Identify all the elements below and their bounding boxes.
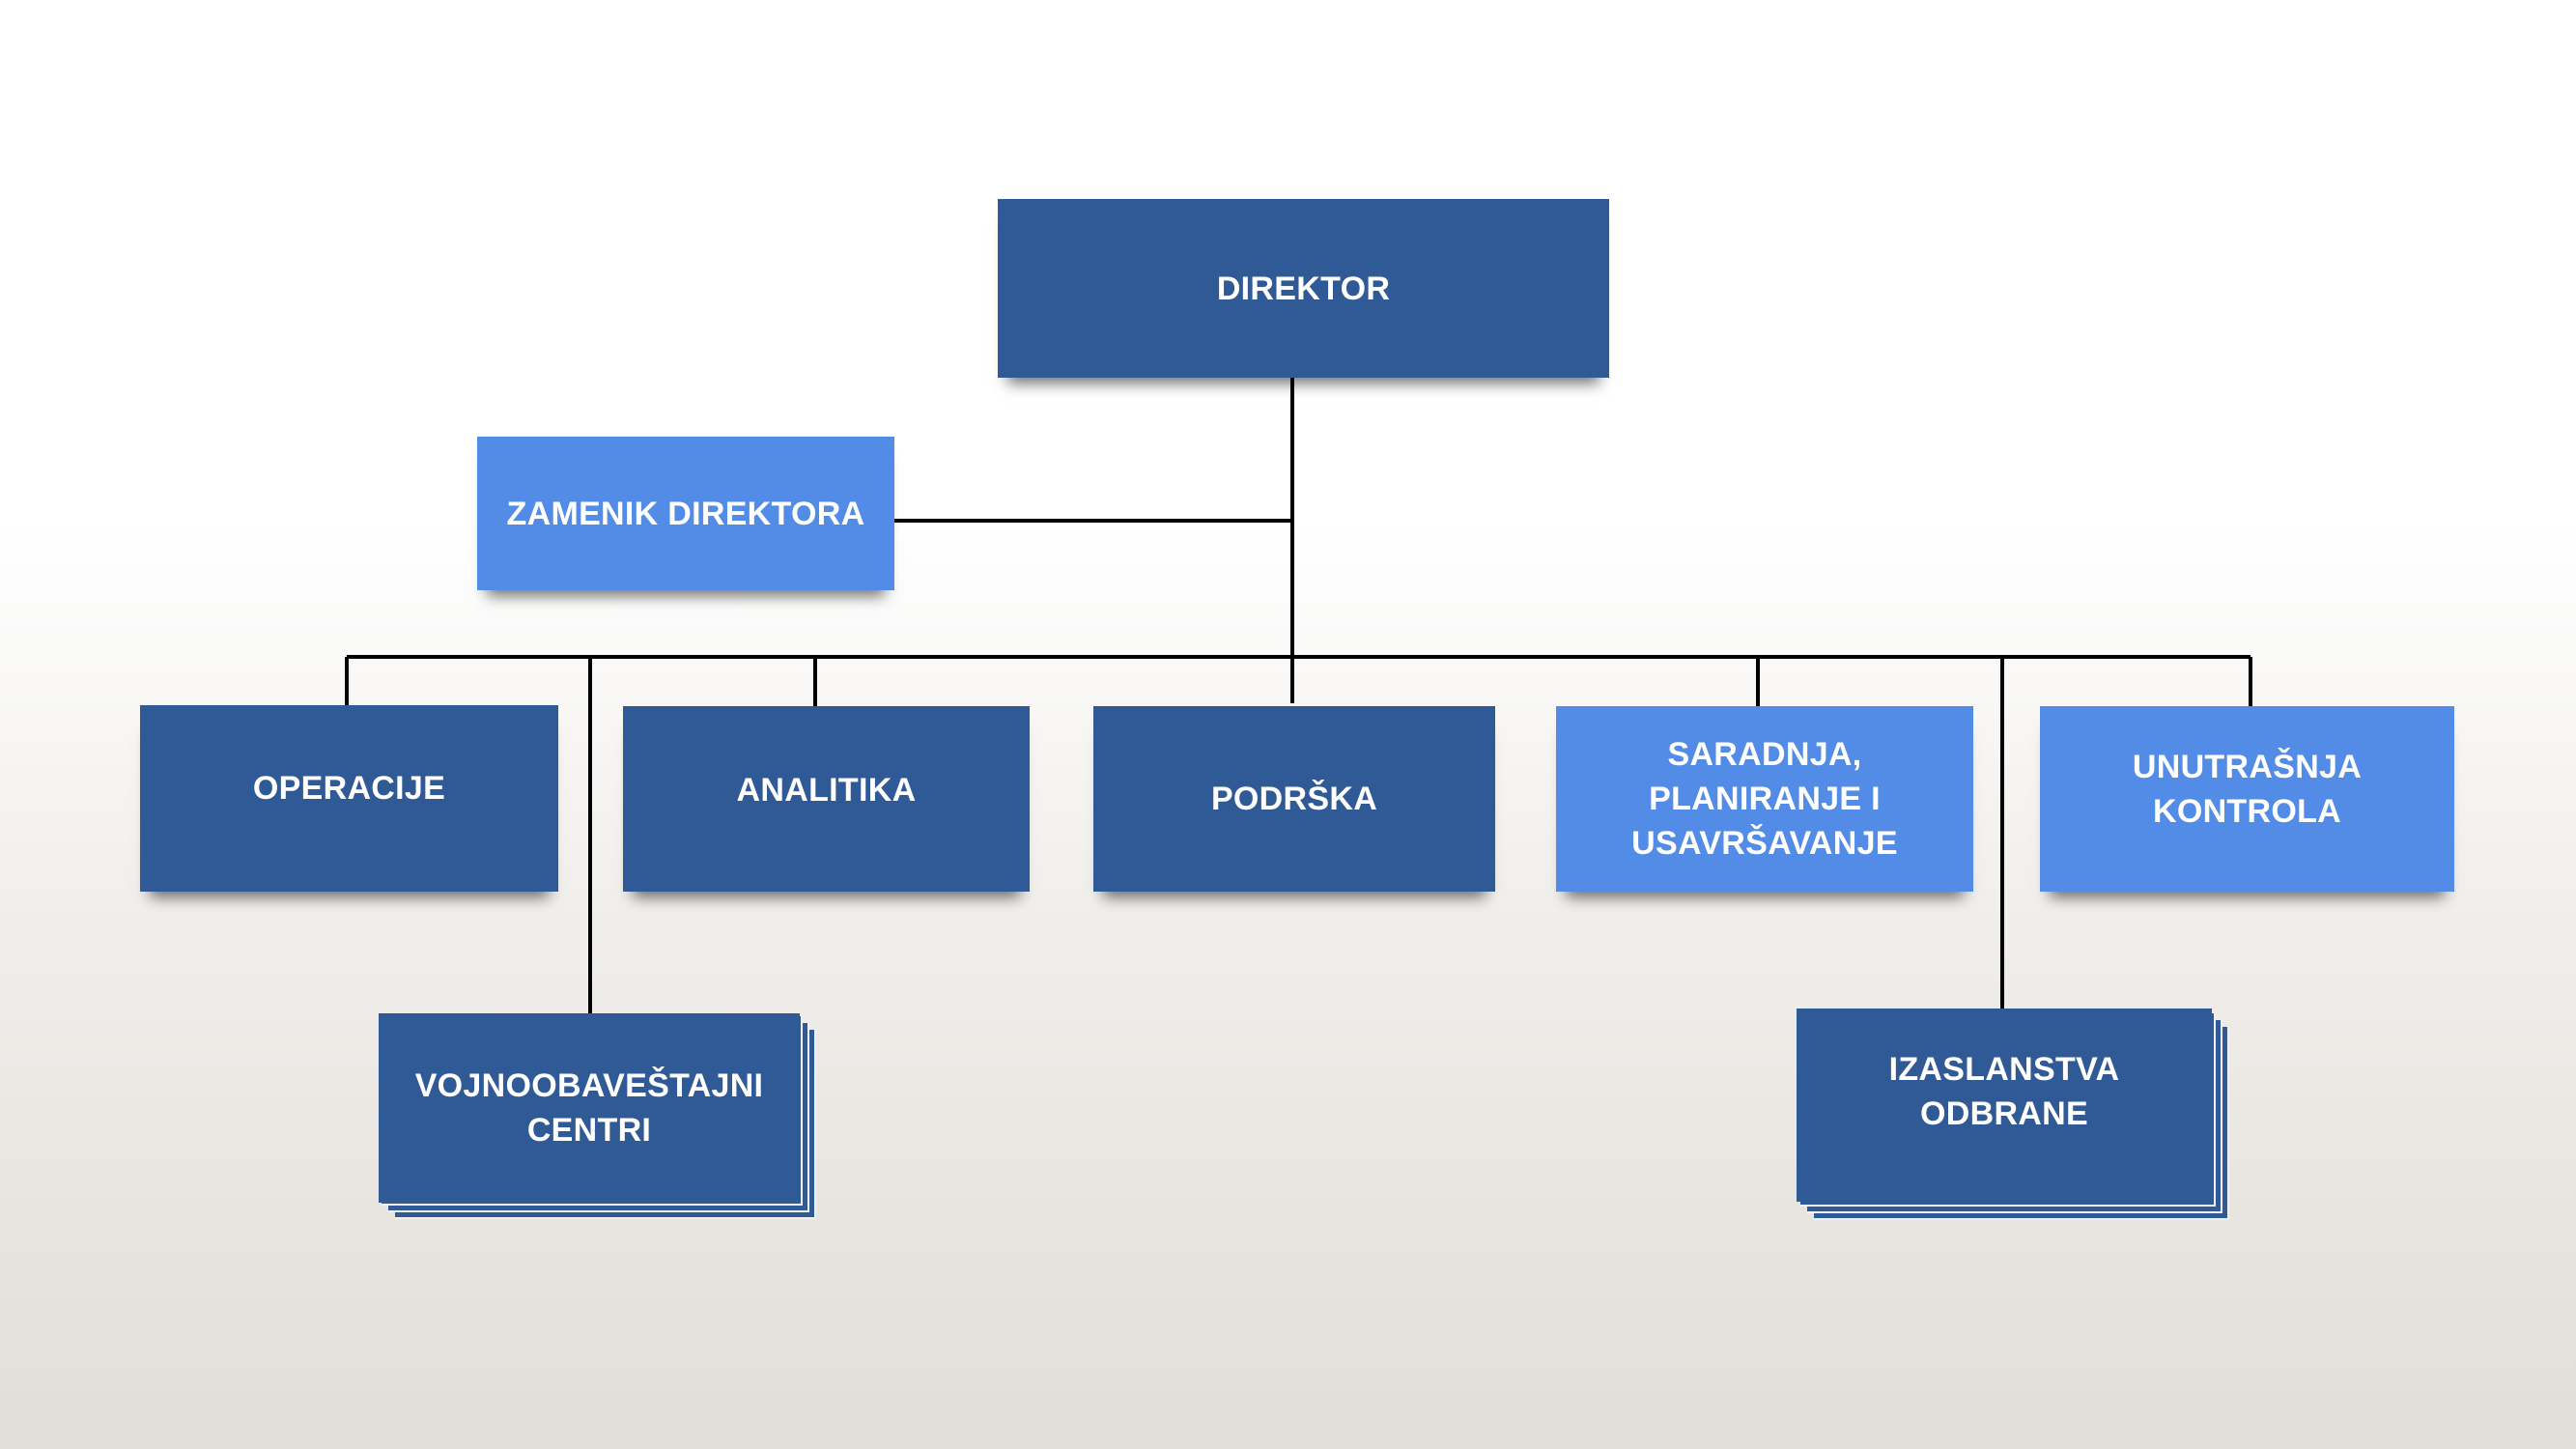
deputy-director-label: ZAMENIK DIREKTORA <box>506 495 865 532</box>
internal-control-box: UNUTRAŠNJA KONTROLA <box>2040 706 2454 892</box>
cooperation-planning-training-label: SARADNJA, PLANIRANJE I USAVRŠAVANJE <box>1631 736 1898 862</box>
analytics-label: ANALITIKA <box>736 772 917 809</box>
cooperation-planning-training-box: SARADNJA, PLANIRANJE I USAVRŠAVANJE <box>1556 706 1973 892</box>
intelligence-centers-box: VOJNOOBAVEŠTAJNI CENTRI <box>379 1013 800 1203</box>
support-box: PODRŠKA <box>1093 706 1495 892</box>
intelligence-centers-label: VOJNOOBAVEŠTAJNI CENTRI <box>414 1067 764 1149</box>
operations-box: OPERACIJE <box>140 705 558 892</box>
operations-label: OPERACIJE <box>252 769 446 807</box>
defense-missions-label: IZASLANSTVA ODBRANE <box>1888 1051 2120 1132</box>
director-box: DIREKTOR <box>998 199 1609 378</box>
analytics-box: ANALITIKA <box>623 706 1030 892</box>
deputy-director-box: ZAMENIK DIREKTORA <box>477 437 894 590</box>
internal-control-label: UNUTRAŠNJA KONTROLA <box>2132 749 2363 830</box>
support-label: PODRŠKA <box>1210 781 1378 817</box>
director-label: DIREKTOR <box>1216 270 1391 307</box>
defense-missions-box: IZASLANSTVA ODBRANE <box>1797 1009 2212 1202</box>
